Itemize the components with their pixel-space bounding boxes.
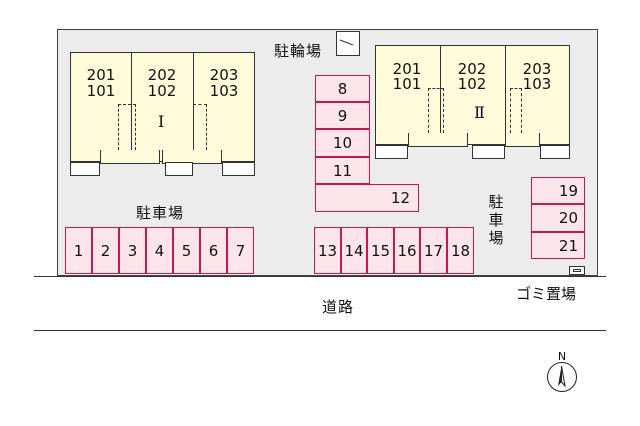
unit-label-upper: 203 bbox=[522, 60, 552, 78]
stair-outline bbox=[428, 88, 444, 133]
parking-stall: 7 bbox=[227, 227, 254, 274]
parking-stall: 15 bbox=[367, 227, 394, 274]
parking-label-left: 駐車場 bbox=[136, 204, 185, 222]
parking-stall: 13 bbox=[314, 227, 341, 274]
unit-label-upper: 203 bbox=[209, 66, 239, 84]
unit-label-upper: 202 bbox=[147, 66, 177, 84]
road-edge-top bbox=[34, 276, 606, 277]
parking-stall: 9 bbox=[315, 102, 370, 129]
north-label: N bbox=[557, 350, 567, 363]
parking-stall: 1 bbox=[65, 227, 92, 274]
parking-stall: 18 bbox=[447, 227, 474, 274]
unit-label-lower: 101 bbox=[392, 75, 422, 93]
parking-stall: 16 bbox=[394, 227, 420, 274]
unit-divider bbox=[131, 52, 132, 162]
unit-label-upper: 201 bbox=[392, 60, 422, 78]
step bbox=[375, 145, 408, 159]
entrance-notch bbox=[408, 133, 468, 147]
unit-label-lower: 103 bbox=[209, 82, 239, 100]
parking-stall: 3 bbox=[119, 227, 146, 274]
parking-stall: 4 bbox=[146, 227, 173, 274]
parking-stall: 19 bbox=[531, 177, 585, 204]
unit-label-lower: 103 bbox=[522, 75, 552, 93]
stair-outline bbox=[510, 88, 522, 133]
step bbox=[540, 145, 570, 159]
step bbox=[222, 162, 255, 176]
parking-stall: 8 bbox=[315, 75, 370, 102]
parking-stall: 17 bbox=[420, 227, 447, 274]
stair-outline bbox=[193, 104, 207, 150]
parking-stall: 21 bbox=[531, 232, 585, 259]
building-2-name: Ⅱ bbox=[474, 103, 485, 122]
stair-outline bbox=[118, 104, 136, 150]
bicycle-parking-box bbox=[336, 31, 360, 56]
parking-stall: 14 bbox=[341, 227, 367, 274]
step bbox=[472, 145, 505, 159]
parking-label-right: 駐 車 場 bbox=[487, 193, 505, 247]
north-arrow-icon bbox=[547, 362, 577, 392]
parking-stall: 12 bbox=[315, 184, 419, 212]
unit-label-lower: 101 bbox=[86, 82, 116, 100]
building-2-body bbox=[375, 45, 570, 145]
step bbox=[165, 162, 193, 176]
bicycle-parking-label: 駐輪場 bbox=[274, 42, 323, 60]
unit-label-lower: 102 bbox=[457, 75, 487, 93]
building-1-body bbox=[70, 52, 255, 162]
unit-label-upper: 201 bbox=[86, 66, 116, 84]
garbage-box bbox=[569, 266, 585, 275]
parking-stall: 5 bbox=[173, 227, 200, 274]
unit-divider bbox=[440, 45, 441, 145]
parking-label-char: 駐 bbox=[488, 193, 504, 211]
parking-stall: 6 bbox=[200, 227, 227, 274]
road-edge-bottom bbox=[34, 330, 606, 331]
building-1-name: I bbox=[158, 112, 165, 131]
parking-label-char: 場 bbox=[488, 229, 504, 247]
garbage-label: ゴミ置場 bbox=[516, 285, 577, 303]
parking-stall: 2 bbox=[92, 227, 119, 274]
entrance-notch bbox=[505, 133, 540, 147]
step bbox=[70, 162, 100, 176]
entrance-notch bbox=[100, 150, 160, 164]
parking-label-char: 車 bbox=[488, 211, 504, 229]
unit-label-lower: 102 bbox=[147, 82, 177, 100]
unit-divider bbox=[505, 45, 506, 145]
road-label: 道路 bbox=[322, 298, 355, 316]
parking-stall: 11 bbox=[315, 157, 370, 184]
unit-label-upper: 202 bbox=[457, 60, 487, 78]
parking-stall: 10 bbox=[315, 129, 370, 157]
parking-stall: 20 bbox=[531, 204, 585, 232]
